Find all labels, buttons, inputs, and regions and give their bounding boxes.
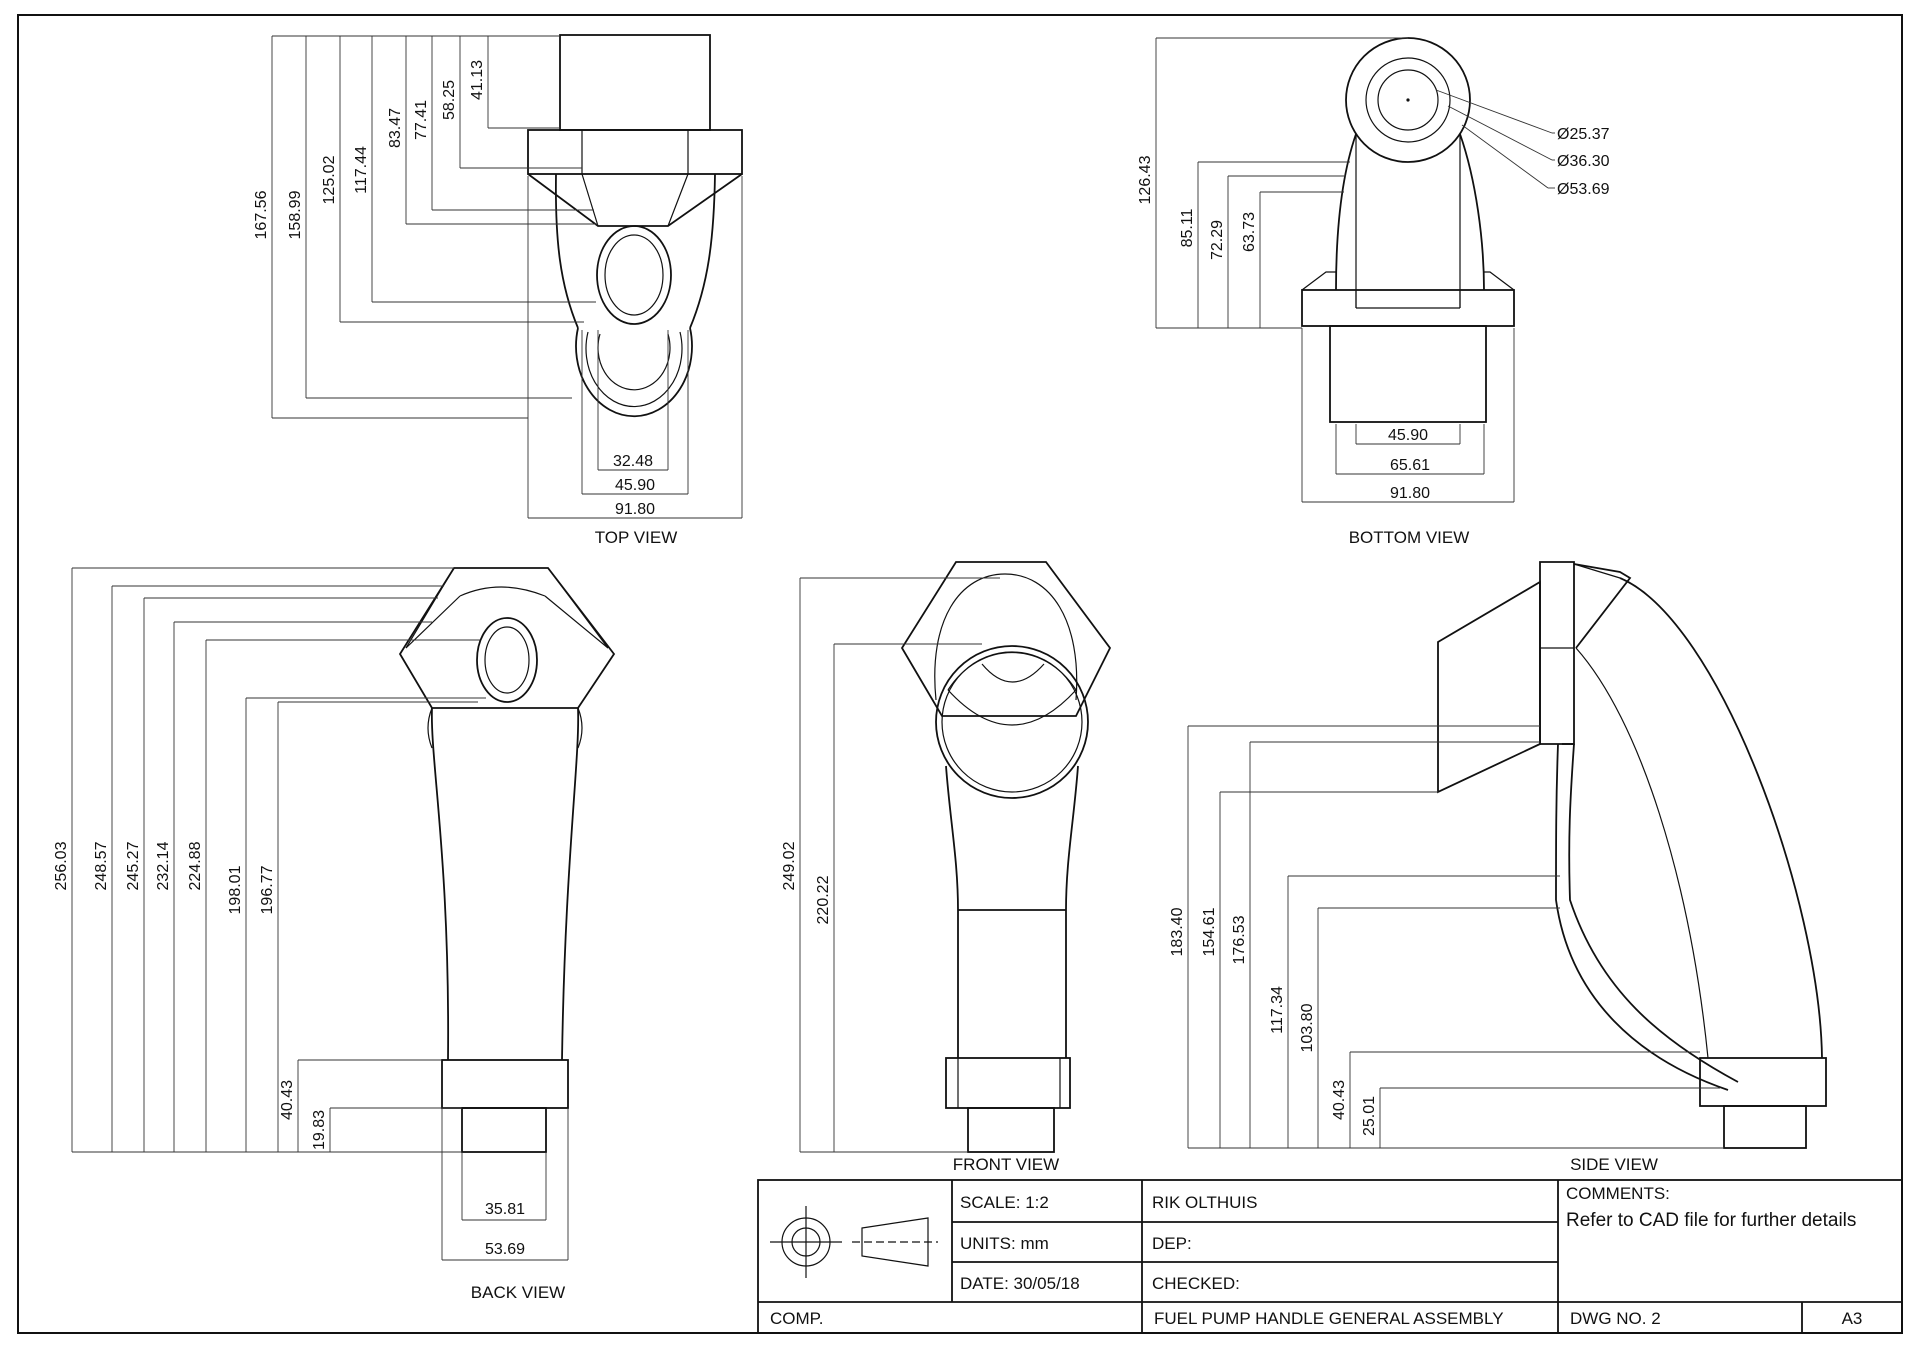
bottom-dim-d1: Ø36.30 [1557,153,1610,170]
top-dim-v6: 58.25 [441,80,458,120]
front-view-dimensions: 249.02 220.22 [781,577,1000,1153]
top-view-dimensions: 167.56 158.99 125.02 117.44 83.47 77.41 … [253,35,743,519]
bottom-dim-v3: 63.73 [1241,212,1258,252]
front-view-part [900,561,1112,1153]
top-dim-h2: 91.80 [615,501,655,518]
top-dim-v7: 41.13 [469,60,486,100]
front-dim-v0: 249.02 [781,841,798,890]
bottom-view-part [1301,37,1515,423]
back-dim-v6: 196.77 [259,865,276,914]
top-view-label: TOP VIEW [595,528,678,547]
back-view-label: BACK VIEW [471,1283,565,1302]
top-dim-v4: 83.47 [387,108,404,148]
top-dim-v5: 77.41 [413,100,430,140]
bottom-dim-d2: Ø53.69 [1557,181,1610,198]
front-view-label: FRONT VIEW [953,1155,1059,1174]
side-view-part [1437,561,1827,1149]
back-dim-h0: 35.81 [485,1201,525,1218]
back-view-part [398,567,616,1153]
scale-field: SCALE: 1:2 [960,1193,1049,1212]
bottom-dim-h2: 91.80 [1390,485,1430,502]
top-dim-v2: 125.02 [321,155,338,204]
back-dim-v5: 198.01 [227,865,244,914]
third-angle-projection-icon [770,1206,938,1278]
side-view-dimensions: 183.40 154.61 176.53 117.34 103.80 40.43… [1169,725,1724,1149]
back-dim-v7: 40.43 [279,1080,296,1120]
side-dim-v5: 40.43 [1331,1080,1348,1120]
bottom-dim-v1: 85.11 [1179,208,1196,247]
dwg-number: DWG NO. 2 [1570,1309,1661,1328]
front-dim-v1: 220.22 [815,875,832,924]
top-dim-v3: 117.44 [353,146,370,194]
back-dim-v2: 245.27 [125,841,142,890]
units-field: UNITS: mm [960,1234,1049,1253]
top-dim-v0: 167.56 [253,190,270,239]
top-view-part [527,34,743,418]
side-dim-v1: 154.61 [1201,907,1218,956]
dep-field: DEP: [1152,1234,1192,1253]
back-dim-h1: 53.69 [485,1241,525,1258]
sheet-size: A3 [1842,1309,1863,1328]
side-dim-v2: 176.53 [1231,915,1248,964]
back-view-dimensions: 256.03 248.57 245.27 232.14 224.88 198.0… [53,567,569,1261]
bottom-view-dimensions: 126.43 85.11 72.29 63.73 Ø25.37 Ø36.30 Ø… [1137,37,1610,503]
comp-field: COMP. [770,1309,824,1328]
back-view: 256.03 248.57 245.27 232.14 224.88 198.0… [53,567,616,1302]
back-dim-v1: 248.57 [93,841,110,890]
top-dim-h0: 32.48 [613,453,653,470]
side-view-label: SIDE VIEW [1570,1155,1658,1174]
comments-label: COMMENTS: [1566,1184,1670,1203]
bottom-view-label: BOTTOM VIEW [1349,528,1470,547]
bottom-dim-d0: Ø25.37 [1557,126,1610,143]
top-view: 167.56 158.99 125.02 117.44 83.47 77.41 … [253,34,743,547]
side-view: 183.40 154.61 176.53 117.34 103.80 40.43… [1169,561,1827,1174]
side-dim-v3: 117.34 [1269,986,1286,1034]
date-field: DATE: 30/05/18 [960,1274,1080,1293]
drawing-title: FUEL PUMP HANDLE GENERAL ASSEMBLY [1154,1309,1504,1328]
back-dim-v4: 224.88 [187,841,204,890]
bottom-dim-h1: 65.61 [1390,457,1430,474]
comments-text: Refer to CAD file for further details [1566,1210,1856,1231]
back-dim-v8: 19.83 [311,1110,328,1150]
bottom-dim-h0: 45.90 [1388,427,1428,444]
side-dim-v0: 183.40 [1169,907,1186,956]
side-dim-v6: 25.01 [1361,1096,1378,1136]
bottom-view: 126.43 85.11 72.29 63.73 Ø25.37 Ø36.30 Ø… [1137,37,1610,547]
author-field: RIK OLTHUIS [1152,1193,1257,1212]
top-dim-h1: 45.90 [615,477,655,494]
bottom-dim-v2: 72.29 [1209,220,1226,260]
title-block: SCALE: 1:2 UNITS: mm DATE: 30/05/18 RIK … [757,1179,1903,1334]
back-dim-v3: 232.14 [155,841,172,890]
back-dim-v0: 256.03 [53,841,70,890]
front-view: 249.02 220.22 FRONT VIEW [781,561,1112,1174]
bottom-dim-v0: 126.43 [1137,155,1154,204]
checked-field: CHECKED: [1152,1274,1240,1293]
side-dim-v4: 103.80 [1299,1003,1316,1052]
top-dim-v1: 158.99 [287,190,304,239]
